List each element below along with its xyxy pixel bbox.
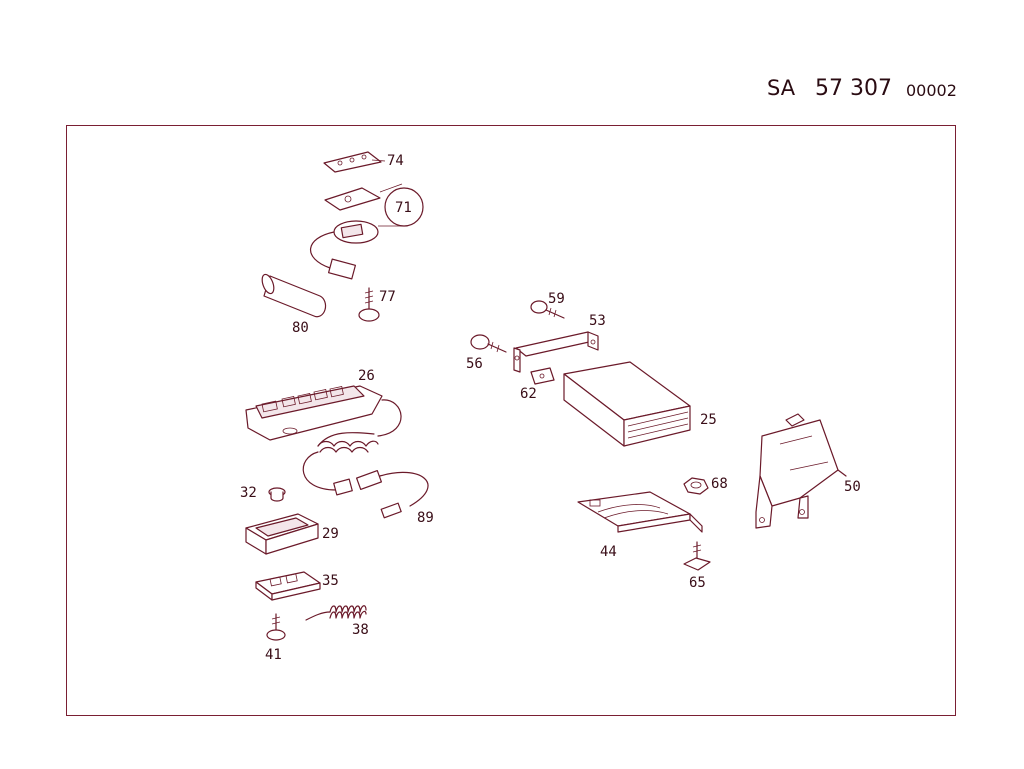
- part-89-adapter-cable: [333, 469, 429, 519]
- callout-53: 53: [589, 313, 606, 329]
- callout-44: 44: [600, 544, 617, 560]
- callout-68: 68: [711, 476, 728, 492]
- callout-56: 56: [466, 356, 483, 372]
- drawing-number: 57 307: [815, 76, 892, 101]
- part-62-clip-nut: [530, 367, 555, 385]
- part-71-antenna-assembly: [310, 183, 403, 280]
- callout-35: 35: [322, 573, 339, 589]
- callout-80: 80: [292, 320, 309, 336]
- part-38-spring: [305, 605, 367, 621]
- callout-89: 89: [417, 510, 434, 526]
- drawing-header: SA 57 307 00002: [0, 0, 1024, 110]
- callout-50: 50: [844, 479, 861, 495]
- part-35-base-plate: [255, 571, 321, 601]
- part-50-side-bracket: [755, 413, 847, 529]
- callout-41: 41: [265, 647, 282, 663]
- part-25-control-unit: [563, 361, 691, 447]
- part-77-screw: [358, 287, 380, 322]
- callout-77: 77: [379, 289, 396, 305]
- callout-32: 32: [240, 485, 257, 501]
- callout-29: 29: [322, 526, 339, 542]
- callout-38: 38: [352, 622, 369, 638]
- callout-59: 59: [548, 291, 565, 307]
- part-32-grommet: [268, 487, 286, 502]
- part-59-screw: [530, 300, 565, 319]
- part-41-bolt: [266, 613, 286, 641]
- callout-74: 74: [387, 153, 404, 169]
- drawing-code-prefix: SA: [767, 76, 796, 100]
- part-68-nut: [683, 477, 709, 495]
- callout-25: 25: [700, 412, 717, 428]
- diagram-frame: [66, 125, 956, 716]
- part-44-mounting-bracket: [577, 491, 703, 533]
- part-53-bracket: [513, 331, 599, 373]
- callout-circle-71: [384, 187, 424, 227]
- part-80-cylinder: [261, 273, 327, 318]
- callout-62: 62: [520, 386, 537, 402]
- drawing-sheet-suffix: 00002: [906, 81, 957, 100]
- callout-26: 26: [358, 368, 375, 384]
- part-65-bolt: [683, 541, 711, 571]
- part-26-handset: [245, 385, 402, 491]
- part-56-screw: [470, 334, 507, 353]
- part-74-mounting-plate: [323, 151, 386, 173]
- callout-71: 71: [395, 200, 412, 216]
- part-29-handset-cradle: [245, 513, 319, 555]
- callout-65: 65: [689, 575, 706, 591]
